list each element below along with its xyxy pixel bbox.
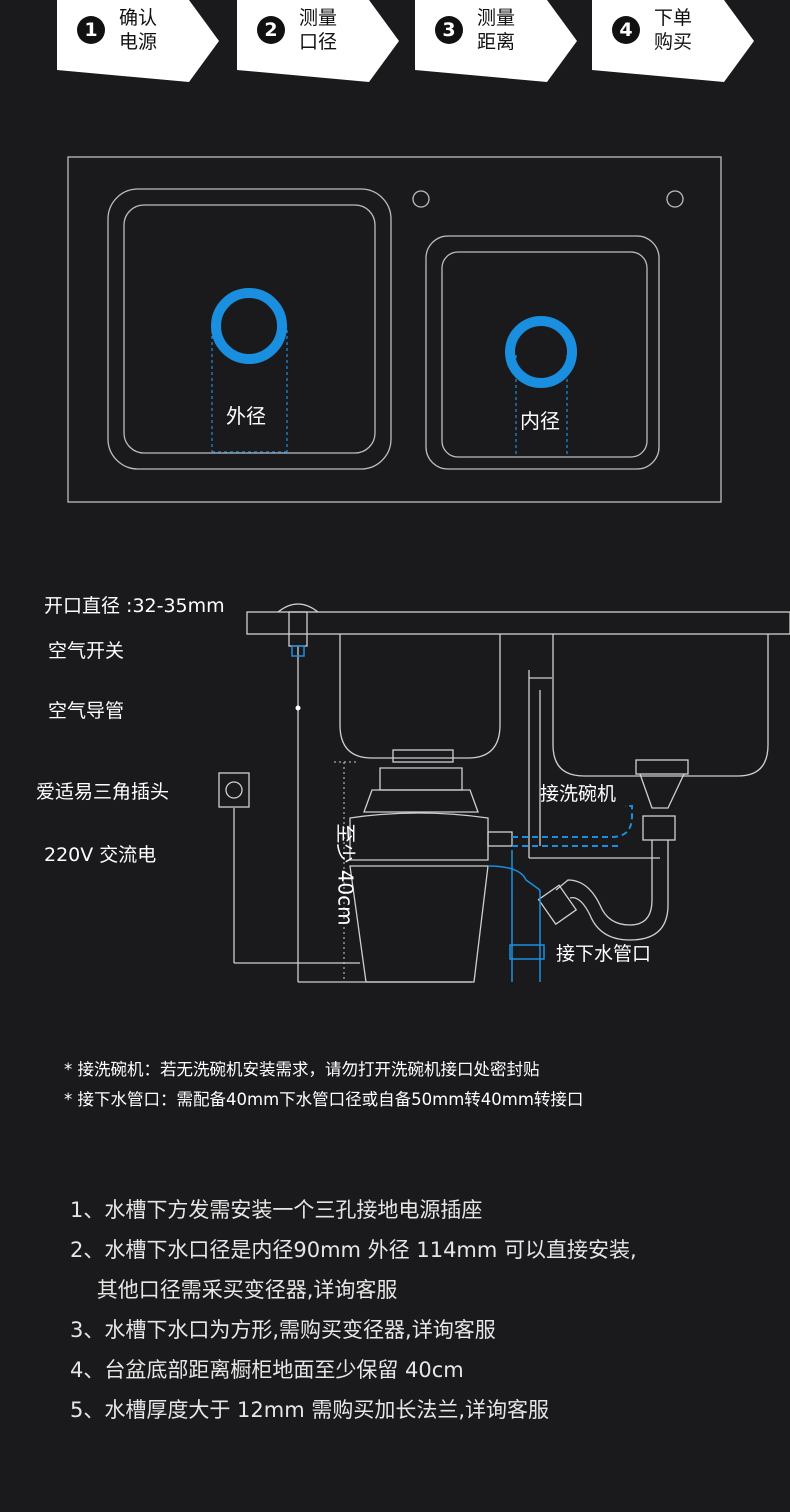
disposer-lower-body <box>349 865 489 983</box>
outer-diameter-label: 外径 <box>226 404 266 428</box>
drain-inner-diameter-ring <box>505 316 577 388</box>
step-number: 4 <box>612 16 640 44</box>
step-number: 1 <box>77 16 105 44</box>
air-tube-connector <box>291 645 305 657</box>
step-label: 确认 电源 <box>119 7 158 53</box>
socket-icon <box>225 781 243 799</box>
air-switch-button-icon <box>277 603 319 613</box>
large-basin-inner <box>123 204 376 454</box>
opening-diameter-label: 开口直径 :32-35mm <box>44 595 225 617</box>
air-switch-label: 空气开关 <box>48 640 125 662</box>
requirement-item: 3、水槽下水口为方形,需购买变径器,详询客服 <box>70 1318 496 1342</box>
step-label: 测量 口径 <box>299 7 338 53</box>
faucet-hole-icon <box>666 190 684 208</box>
step-4: 4 下单 购买 <box>592 0 754 82</box>
requirement-item: 1、水槽下方发需安装一个三孔接地电源插座 <box>70 1198 483 1222</box>
small-basin-inner <box>441 251 648 458</box>
power-label: 220V 交流电 <box>44 844 157 866</box>
dishwasher-hose <box>512 805 633 838</box>
inner-diameter-label: 内径 <box>520 409 560 433</box>
min-height-label: 至少 40cm <box>333 823 358 926</box>
requirement-item: 4、台盆底部距离橱柜地面至少保留 40cm <box>70 1358 464 1382</box>
dishwasher-label: 接洗碗机 <box>540 783 617 805</box>
step-label: 下单 购买 <box>654 7 693 53</box>
step-2: 2 测量 口径 <box>237 0 399 82</box>
step-number: 2 <box>257 16 285 44</box>
step-3: 3 测量 距离 <box>415 0 577 82</box>
socket-box <box>218 772 250 808</box>
requirement-item: 2、水槽下水口径是内径90mm 外径 114mm 可以直接安装, <box>70 1238 637 1262</box>
faucet-hole-icon <box>412 190 430 208</box>
left-basin-side <box>339 634 501 759</box>
drain-label: 接下水管口 <box>556 943 652 965</box>
socket-label: 爱适易三角插头 <box>36 781 170 803</box>
note-line: * 接下水管口：需配备40mm下水管口径或自备50mm转40mm转接口 <box>64 1090 584 1109</box>
drain-outer-diameter-ring <box>211 288 287 364</box>
step-1: 1 确认 电源 <box>57 0 219 82</box>
requirement-item: 其他口径需采买变径器,详询客服 <box>70 1278 398 1302</box>
step-label: 测量 距离 <box>477 7 516 53</box>
note-line: * 接洗碗机：若无洗碗机安装需求，请勿打开洗碗机接口处密封贴 <box>64 1060 540 1079</box>
right-basin-side <box>552 634 769 777</box>
requirement-item: 5、水槽厚度大于 12mm 需购买加长法兰,详询客服 <box>70 1398 550 1422</box>
sink-countertop-outline <box>67 156 722 503</box>
countertop-slab <box>246 611 790 635</box>
notes-block: * 接洗碗机：若无洗碗机安装需求，请勿打开洗碗机接口处密封贴 * 接下水管口：需… <box>64 1055 583 1115</box>
step-number: 3 <box>435 16 463 44</box>
large-basin-outer <box>107 188 392 470</box>
requirements-list: 1、水槽下方发需安装一个三孔接地电源插座 2、水槽下水口径是内径90mm 外径 … <box>70 1190 637 1430</box>
drain-pipe-joint <box>509 944 545 960</box>
air-tube-label: 空气导管 <box>48 700 125 722</box>
disposer-upper-body <box>349 812 489 861</box>
small-basin-outer <box>425 235 660 470</box>
